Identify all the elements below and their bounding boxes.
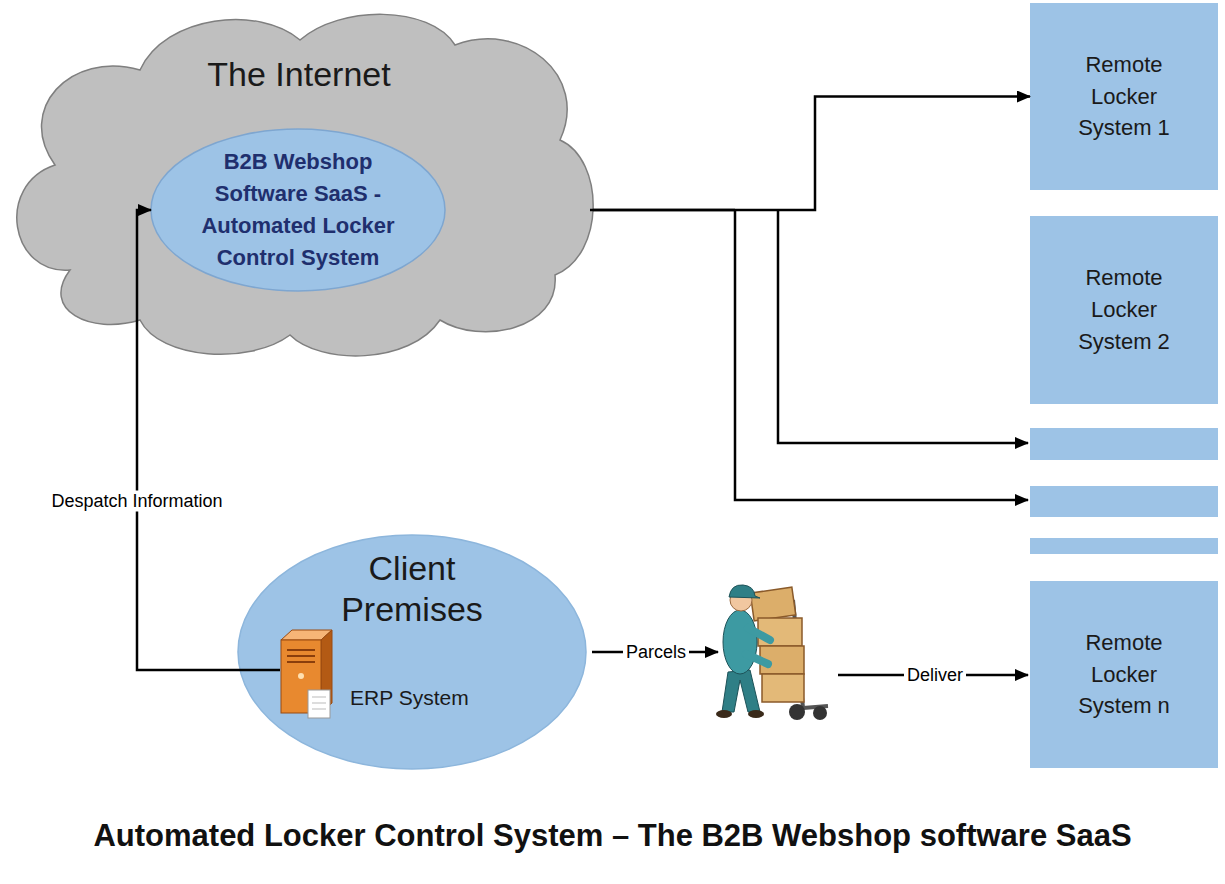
- ellipse-outline: [238, 535, 586, 769]
- node-text: Client Premises: [297, 548, 527, 630]
- server-icon: [281, 630, 332, 718]
- erp-system: ERP System: [280, 628, 485, 728]
- cloud-outline: [17, 14, 593, 356]
- connector: [593, 97, 1030, 211]
- node-text: Remote Locker System 2: [1059, 262, 1189, 358]
- premises-ellipse: Client PremisesERP System: [237, 534, 587, 770]
- box-fill: [1030, 3, 1218, 190]
- locker-box: Remote Locker System 1: [1030, 3, 1218, 190]
- edge-label: Despatch Information: [48, 491, 225, 512]
- delivery-man: [716, 585, 828, 720]
- figure-caption: Automated Locker Control System – The B2…: [0, 818, 1225, 854]
- locker-bar: [1030, 538, 1218, 554]
- node-text: Remote Locker System 1: [1059, 49, 1189, 145]
- node-text: The Internet: [207, 54, 390, 95]
- branch-line: [735, 210, 1028, 500]
- locker-box: Remote Locker System 2: [1030, 216, 1218, 404]
- cloud-region: The InternetB2B Webshop Software SaaS - …: [0, 0, 598, 368]
- node-text: ERP System: [350, 685, 469, 710]
- locker-bar: [1030, 428, 1218, 460]
- box-fill: [1030, 581, 1218, 768]
- ellipse-outline: [151, 129, 445, 291]
- locker-box: Remote Locker System n: [1030, 581, 1218, 768]
- box-fill: [1030, 216, 1218, 404]
- arrow-label: Deliver: [904, 665, 966, 686]
- locker-bar: [1030, 486, 1218, 517]
- service-ellipse: B2B Webshop Software SaaS - Automated Lo…: [150, 128, 446, 292]
- branch-line: [778, 210, 1028, 443]
- node-text: Remote Locker System n: [1059, 627, 1189, 723]
- arrow-label: Parcels: [623, 642, 689, 663]
- node-text: B2B Webshop Software SaaS - Automated Lo…: [192, 146, 404, 274]
